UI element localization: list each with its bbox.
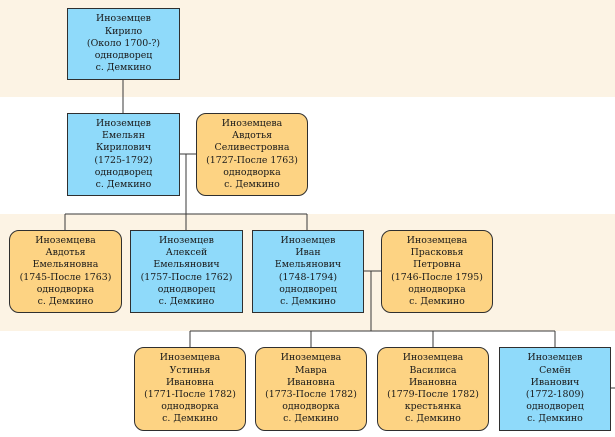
person-patronymic: Емельяновна	[32, 259, 99, 271]
person-dates: (1779-После 1782)	[387, 389, 479, 400]
person-dates: (1727-После 1763)	[206, 154, 298, 166]
person-patronymic: Ивановна	[286, 376, 336, 388]
person-status: однодворец	[94, 50, 153, 62]
person-dates: (1746-После 1795)	[391, 271, 483, 283]
person-dates: (1773-После 1782)	[265, 389, 357, 400]
person-place: с. Демкино	[162, 413, 218, 425]
person-dates: (1772-1809)	[525, 389, 585, 400]
person-status: однодворка	[408, 283, 466, 295]
person-place: с. Демкино	[409, 295, 465, 307]
person-place: с. Демкино	[37, 295, 94, 307]
person-dates: (1748-1794)	[278, 271, 338, 283]
person-card-semyon[interactable]: Иноземцев Семён Иванович (1772-1809) одн…	[499, 347, 611, 431]
person-status: однодворец	[279, 283, 337, 295]
person-card-ivan[interactable]: Иноземцев Иван Емельянович (1748-1794) о…	[252, 230, 364, 313]
person-dates: (Около 1700-?)	[86, 37, 161, 49]
person-status: однодворец	[94, 166, 153, 178]
person-status: однодворка	[223, 166, 281, 178]
person-card-emelyan[interactable]: Иноземцев Емельян Кирилович (1725-1792) …	[67, 113, 180, 196]
person-dates: (1757-После 1762)	[140, 271, 233, 283]
person-given-name: Мавра	[294, 364, 328, 376]
person-status: однодворка	[36, 283, 95, 295]
person-surname: Иноземцева	[159, 352, 221, 364]
person-given-name: Иван	[295, 247, 321, 259]
person-patronymic: Селивестровна	[214, 142, 290, 154]
person-place: с. Демкино	[280, 295, 336, 307]
person-patronymic: Кирилович	[95, 142, 152, 154]
person-status: крестьянка	[404, 401, 462, 413]
person-patronymic: Ивановна	[408, 376, 458, 388]
person-surname: Иноземцева	[35, 234, 96, 246]
person-patronymic: Иванович	[530, 376, 580, 388]
person-patronymic: Емельянович	[153, 259, 220, 271]
person-surname: Иноземцева	[221, 117, 283, 129]
person-given-name: Емельян	[102, 130, 145, 142]
person-place: с. Демкино	[283, 413, 339, 425]
person-card-ustinya[interactable]: Иноземцева Устинья Ивановна (1771-После …	[134, 347, 246, 431]
person-surname: Иноземцева	[280, 352, 342, 364]
person-place: с. Демкино	[224, 178, 280, 190]
person-given-name: Устинья	[169, 364, 211, 376]
person-card-avdotya-selivestrovna[interactable]: Иноземцева Авдотья Селивестровна (1727-П…	[196, 113, 308, 196]
person-card-kirilo[interactable]: Иноземцев Кирило (Около 1700-?) однодвор…	[67, 8, 180, 80]
person-dates: (1745-После 1763)	[19, 271, 112, 283]
person-status: однодворец	[526, 401, 584, 413]
person-card-mavra[interactable]: Иноземцева Мавра Ивановна (1773-После 17…	[255, 347, 367, 431]
person-place: с. Демкино	[95, 62, 152, 74]
person-given-name: Алексей	[165, 247, 208, 259]
person-place: с. Демкино	[95, 178, 152, 190]
person-place: с. Демкино	[158, 295, 215, 307]
person-dates: (1725-1792)	[94, 154, 153, 166]
person-patronymic: Емельянович	[274, 259, 342, 271]
person-dates: (1771-После 1782)	[144, 389, 236, 400]
person-status: однодворка	[161, 401, 219, 413]
person-patronymic: Ивановна	[165, 376, 215, 388]
person-given-name: Семён	[539, 364, 571, 376]
person-surname: Иноземцева	[406, 234, 468, 246]
person-given-name: Кирило	[104, 25, 143, 37]
person-surname: Иноземцев	[96, 13, 151, 25]
person-surname: Иноземцев	[527, 352, 583, 364]
person-surname: Иноземцева	[402, 352, 464, 364]
person-patronymic: Петровна	[413, 259, 461, 271]
person-surname: Иноземцев	[280, 234, 336, 246]
person-given-name: Прасковья	[410, 247, 464, 259]
person-card-praskovya[interactable]: Иноземцева Прасковья Петровна (1746-Посл…	[381, 230, 493, 313]
person-surname: Иноземцев	[96, 117, 151, 129]
person-status: однодворец	[157, 283, 216, 295]
person-given-name: Авдотья	[45, 247, 86, 259]
person-given-name: Авдотья	[232, 130, 272, 142]
person-status: однодворка	[282, 401, 340, 413]
person-card-aleksey[interactable]: Иноземцев Алексей Емельянович (1757-Посл…	[130, 230, 243, 313]
person-given-name: Василиса	[409, 364, 457, 376]
person-place: с. Демкино	[527, 413, 583, 425]
person-surname: Иноземцев	[159, 234, 214, 246]
person-place: с. Демкино	[405, 413, 461, 425]
person-card-vasilisa[interactable]: Иноземцева Василиса Ивановна (1779-После…	[377, 347, 489, 431]
person-card-avdotya-emelyanovna[interactable]: Иноземцева Авдотья Емельяновна (1745-Пос…	[9, 230, 122, 313]
